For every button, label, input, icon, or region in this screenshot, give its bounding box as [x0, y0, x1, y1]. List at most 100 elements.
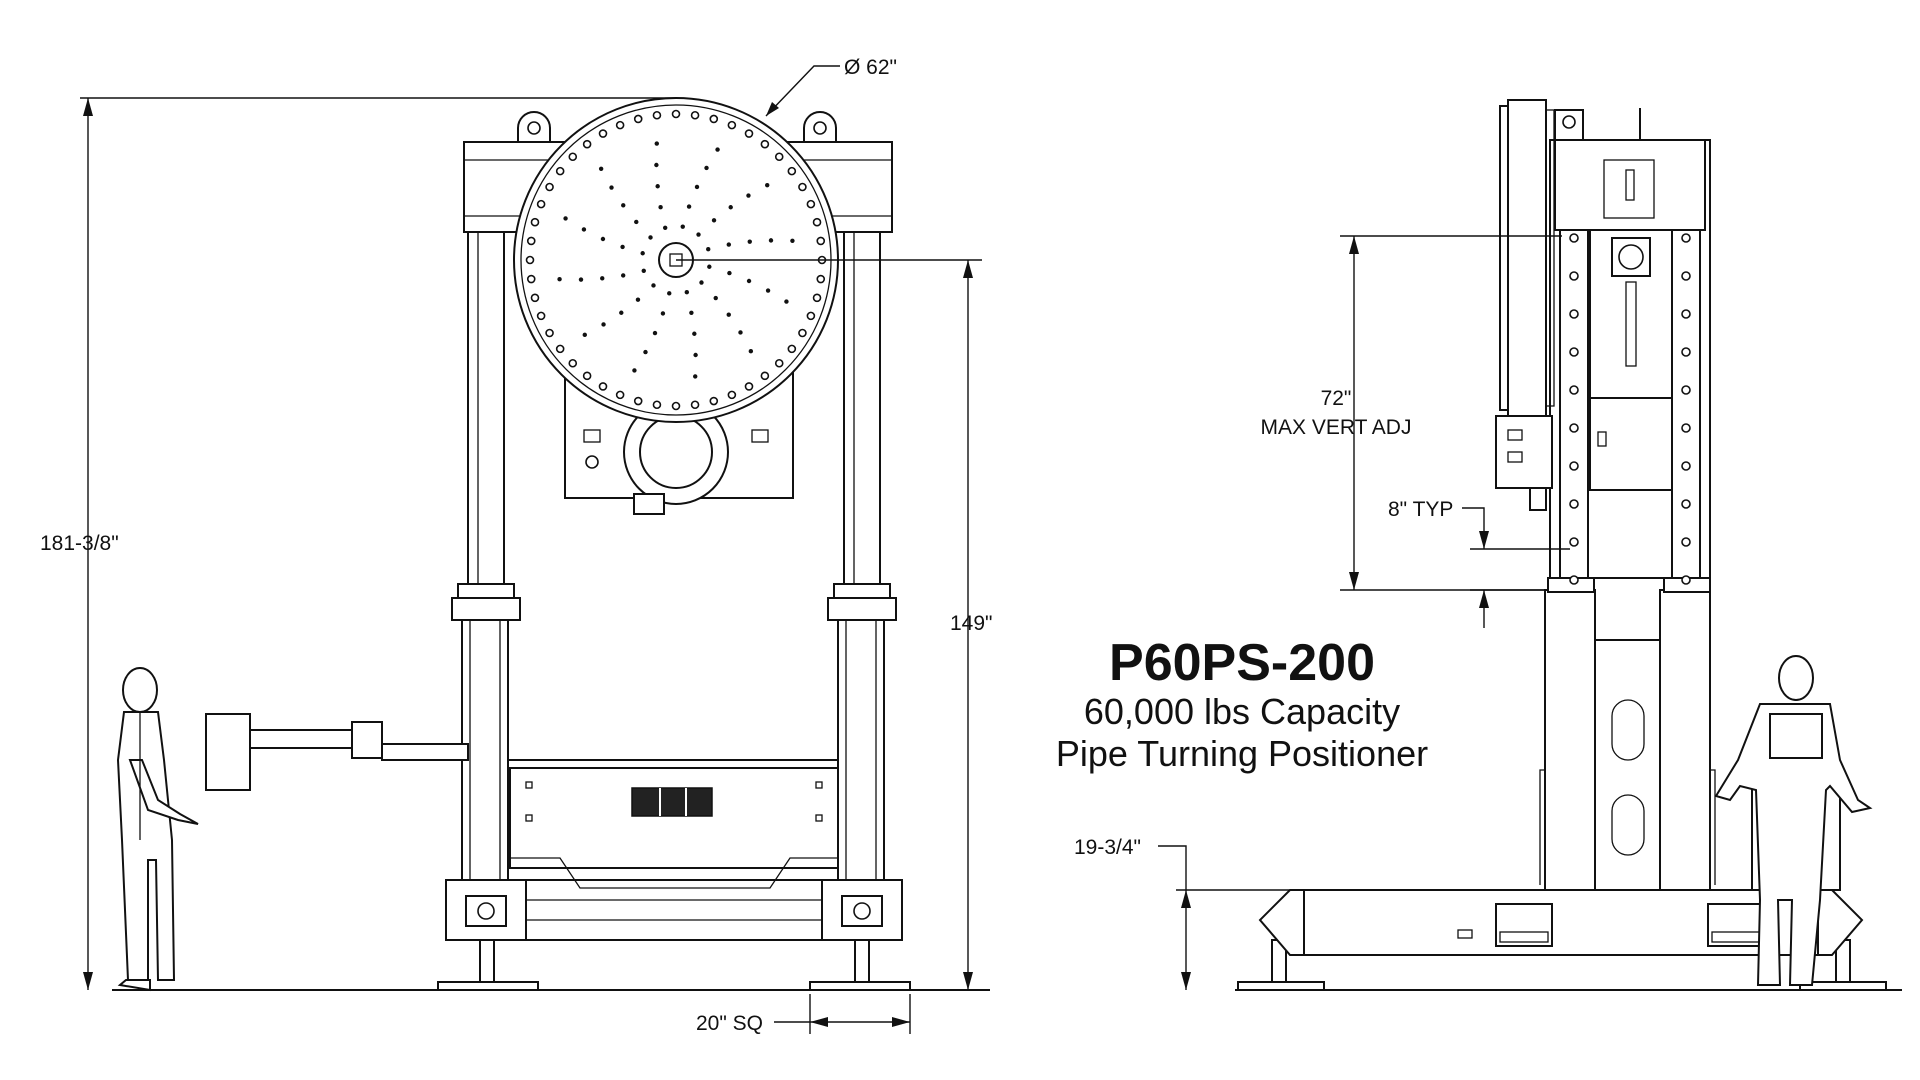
turntable-slot-hole	[634, 219, 639, 225]
turntable-slot-hole	[600, 236, 606, 242]
mast-hole	[1569, 309, 1579, 319]
turntable-bolt-hole	[671, 109, 681, 119]
turntable-slot-hole	[601, 322, 606, 327]
turntable-bolt-hole	[787, 166, 797, 176]
turntable-slot-hole	[746, 278, 752, 284]
mast-hole	[1681, 423, 1691, 433]
turntable-slot-hole	[726, 242, 732, 247]
overall-height-label: 181-3/8"	[40, 532, 119, 555]
turntable-slot-hole	[680, 224, 685, 229]
turntable-slot-hole	[557, 277, 562, 282]
turntable-bolt-hole	[816, 236, 826, 246]
turntable-slot-hole	[658, 204, 663, 210]
turntable-slot-hole	[711, 218, 717, 223]
hole-spacing-label: 8" TYP	[1388, 498, 1453, 521]
turntable-slot-hole	[684, 290, 690, 295]
turntable-slot-hole	[598, 166, 604, 171]
turntable-slot-hole	[728, 205, 733, 210]
turntable-slot-hole	[632, 368, 637, 373]
turntable-slot-hole	[746, 193, 751, 198]
max-vert-adj-value: 72"	[1321, 387, 1352, 410]
turntable-hole-pattern	[525, 109, 827, 411]
mast-adjustment-holes	[1569, 233, 1691, 585]
turntable-slot-hole	[694, 184, 700, 190]
turntable-bolt-hole	[615, 390, 625, 400]
turntable-slot-hole	[643, 349, 648, 355]
turntable-slot-hole	[660, 311, 666, 316]
dimension-lines	[80, 65, 1570, 1034]
mast-hole	[1569, 271, 1579, 281]
mast-hole	[1681, 461, 1691, 471]
turntable-bolt-hole	[582, 371, 592, 381]
turntable-slot-hole	[582, 332, 587, 338]
turntable-slot-hole	[620, 244, 625, 250]
turntable-slot-hole	[578, 277, 584, 282]
turntable-slot-hole	[654, 141, 659, 146]
turntable-slot-hole	[713, 295, 718, 301]
turntable-bolt-hole	[530, 217, 540, 227]
turntable-slot-hole	[706, 246, 711, 252]
turntable-bolt-hole	[806, 311, 816, 321]
turntable-bolt-hole	[525, 255, 535, 265]
mast-hole	[1569, 385, 1579, 395]
turntable-bolt-hole	[633, 114, 643, 124]
turntable-slot-hole	[726, 312, 731, 317]
turntable-slot-hole	[686, 204, 692, 209]
base-height-label: 19-3/4"	[1074, 836, 1141, 859]
mast-hole	[1681, 347, 1691, 357]
turntable-bolt-hole	[545, 182, 554, 192]
turntable-bolt-hole	[652, 110, 662, 120]
turntable-bolt-hole	[760, 371, 770, 381]
turntable-bolt-hole	[568, 358, 578, 368]
turntable-slot-hole	[609, 185, 614, 190]
diameter-label: Ø 62"	[844, 56, 897, 79]
turntable-slot-hole	[768, 238, 774, 243]
turntable-bolt-hole	[555, 344, 565, 354]
capacity-text: 60,000 lbs Capacity	[1084, 691, 1400, 732]
turntable-slot-hole	[652, 330, 658, 336]
turntable-slot-hole	[693, 374, 698, 379]
turntable-slot-hole	[648, 235, 653, 240]
max-vert-adj-label: MAX VERT ADJ	[1261, 416, 1412, 439]
turntable-bolt-hole	[798, 182, 807, 192]
turntable-slot-hole	[707, 264, 712, 269]
turntable-bolt-hole	[598, 129, 608, 138]
turntable-slot-hole	[693, 352, 698, 358]
model-title: P60PS-200	[1109, 634, 1375, 692]
turntable-slot-hole	[651, 283, 656, 288]
turntable-bolt-hole	[727, 390, 737, 400]
human-figure-side	[1714, 655, 1873, 986]
turntable-bolt-hole	[816, 274, 826, 284]
turntable-bolt-hole	[633, 396, 643, 406]
mast-hole	[1569, 575, 1579, 585]
turntable-bolt-hole	[760, 139, 770, 149]
turntable-bolt-hole	[545, 328, 554, 338]
mast-hole	[1569, 499, 1579, 509]
turntable-bolt-hole	[536, 199, 546, 209]
turntable-slot-hole	[747, 239, 752, 244]
turntable-bolt-hole	[806, 199, 816, 209]
turntable-slot-hole	[784, 299, 789, 304]
mast-hole	[1681, 575, 1691, 585]
table-center-height-label: 149"	[950, 612, 993, 635]
turntable-slot-hole	[563, 216, 568, 221]
mast-hole	[1681, 233, 1691, 243]
turntable-bolt-hole	[555, 166, 565, 176]
turntable-slot-hole	[655, 184, 660, 189]
turntable-bolt-hole	[787, 344, 797, 354]
turntable-slot-hole	[620, 273, 626, 278]
turntable-slot-hole	[667, 291, 672, 296]
turntable-bolt-hole	[582, 139, 592, 149]
turntable-bolt-hole	[536, 311, 546, 321]
turntable-slot-hole	[765, 182, 770, 188]
turntable-slot-hole	[727, 270, 732, 276]
turntable-bolt-hole	[744, 382, 754, 391]
mast-hole	[1681, 385, 1691, 395]
mast-hole	[1569, 423, 1579, 433]
human-figure-front	[116, 667, 199, 992]
turntable-slot-hole	[662, 225, 668, 230]
turntable-bolt-hole	[727, 120, 737, 130]
mast-hole	[1681, 309, 1691, 319]
turntable-bolt-hole	[812, 293, 822, 303]
